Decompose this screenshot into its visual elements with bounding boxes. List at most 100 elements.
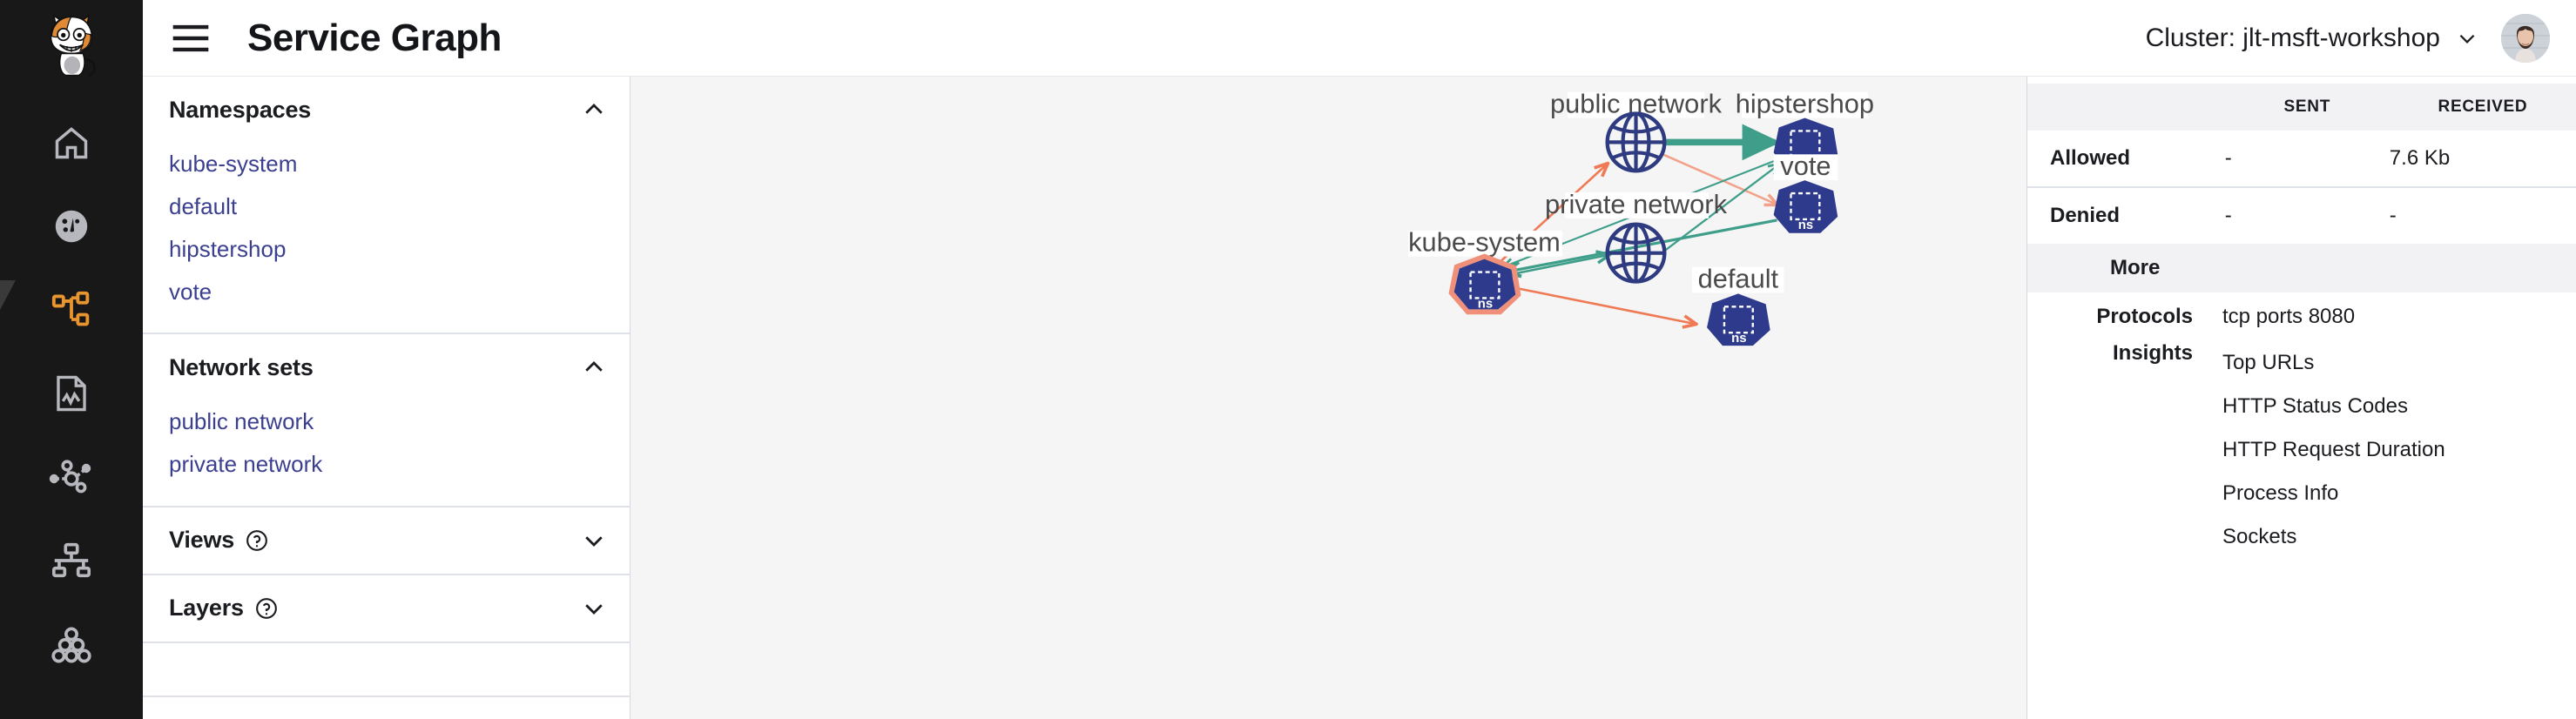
- network-set-link[interactable]: public network: [169, 408, 314, 435]
- node-private-network[interactable]: private network: [1545, 189, 1728, 282]
- insight-item[interactable]: HTTP Status Codes: [2222, 394, 2408, 418]
- chevron-up-icon[interactable]: [581, 97, 607, 123]
- node-label: default: [1698, 263, 1779, 293]
- section-namespaces: Namespaces kube-system default hipstersh…: [143, 77, 630, 335]
- section-title: Network sets: [169, 353, 314, 380]
- namespace-link[interactable]: kube-system: [169, 151, 298, 177]
- namespace-shape: [1453, 259, 1516, 310]
- col-header-sent: SENT: [2224, 84, 2390, 131]
- protocols-row: Protocols tcp ports 8080: [2027, 292, 2576, 329]
- node-label: private network: [1545, 189, 1728, 219]
- chevron-down-icon[interactable]: [581, 527, 607, 554]
- cell-denied-sent: -: [2224, 186, 2390, 244]
- section-network-sets: Network sets public network private netw…: [143, 334, 630, 507]
- question-circle-icon[interactable]: [245, 528, 269, 553]
- graph-canvas[interactable]: Namespaces from 15 minutes to 0 minutes …: [631, 0, 2027, 719]
- chevron-up-icon[interactable]: [581, 354, 607, 380]
- sidebar-item-clusters[interactable]: [0, 602, 143, 686]
- node-vote[interactable]: vote ns: [1773, 151, 1838, 233]
- avatar[interactable]: [2501, 13, 2550, 63]
- namespace-badge: ns: [1731, 332, 1746, 346]
- insight-item[interactable]: Top URLs: [2222, 351, 2315, 374]
- sidebar-item-logs[interactable]: [0, 352, 143, 435]
- graph-nodes: public network hipstershop ns vote: [1407, 89, 1874, 346]
- section-title: Views: [169, 527, 235, 554]
- node-label: kube-system: [1408, 227, 1561, 258]
- top-bar-right: Cluster: jlt-msft-workshop: [2146, 13, 2576, 63]
- question-circle-icon[interactable]: [254, 596, 279, 621]
- sidebar-item-network[interactable]: [0, 435, 143, 519]
- namespace-badge: ns: [1798, 218, 1813, 232]
- cell-allowed-sent: -: [2224, 146, 2232, 170]
- section-header-namespaces[interactable]: Namespaces: [143, 77, 630, 143]
- calico-cat-logo: [50, 13, 96, 77]
- table-row: Denied - -: [2027, 186, 2576, 244]
- section-header-views[interactable]: Views: [143, 507, 630, 574]
- hamburger-menu-button[interactable]: [164, 22, 218, 55]
- logs-document-icon: [57, 375, 86, 412]
- traffic-stats-table: SENT RECEIVED Allowed - 7.6 Kb Denied - …: [2027, 84, 2576, 244]
- protocols-value: tcp ports 8080: [2222, 305, 2356, 328]
- table-row: Allowed - 7.6 Kb: [2027, 131, 2576, 187]
- edge-public-network-vote[interactable]: [1662, 153, 1777, 205]
- home-icon: [55, 127, 88, 159]
- node-label: vote: [1780, 151, 1831, 181]
- section-layers: Layers: [143, 575, 630, 643]
- globe-icon: [1608, 225, 1665, 282]
- node-kube-system[interactable]: kube-system ns: [1407, 227, 1562, 315]
- edge-kube-system-private-network[interactable]: [1505, 255, 1608, 277]
- section-header-network-sets[interactable]: Network sets: [143, 334, 630, 400]
- sidebar-item-topology[interactable]: [0, 519, 143, 602]
- cluster-label: Cluster: jlt-msft-workshop: [2145, 23, 2440, 52]
- namespace-dashed-box: [1723, 306, 1754, 334]
- namespace-shape: [1773, 180, 1838, 233]
- edge-kube-system-default[interactable]: [1505, 285, 1696, 324]
- details-panel: public network » hipstershop SENT RECEIV…: [2027, 0, 2576, 719]
- chevron-down-icon[interactable]: [581, 595, 607, 622]
- service-graph-icon: [51, 291, 90, 326]
- col-header-blank: [2027, 84, 2225, 131]
- sidebar-item-dashboard[interactable]: [0, 185, 143, 268]
- protocols-label: Protocols: [2096, 305, 2193, 328]
- section-body-network-sets: public network private network: [143, 400, 630, 505]
- node-default[interactable]: default ns: [1692, 263, 1784, 346]
- globe-icon: [1608, 114, 1665, 171]
- hierarchy-sitemap-icon: [51, 542, 91, 578]
- more-section-header[interactable]: More: [2027, 244, 2576, 292]
- service-graph-svg[interactable]: public network hipstershop ns vote: [631, 49, 2026, 719]
- namespace-badge: ns: [1478, 297, 1493, 311]
- insights-label: Insights: [2112, 341, 2193, 365]
- cluster-selector[interactable]: Cluster: jlt-msft-workshop: [2146, 24, 2478, 53]
- edge-vote-kube-system[interactable]: [1505, 218, 1777, 272]
- row-label-allowed: Allowed: [2050, 146, 2131, 170]
- user-avatar-icon: [2501, 13, 2550, 63]
- namespace-dashed-box: [1790, 192, 1821, 221]
- page-title: Service Graph: [247, 16, 502, 59]
- top-app-bar: Service Graph Cluster: jlt-msft-workshop: [143, 0, 2576, 77]
- node-public-network[interactable]: public network: [1550, 89, 1723, 171]
- namespace-alert-halo: [1448, 253, 1521, 315]
- node-label: hipstershop: [1736, 89, 1874, 119]
- filter-panel: Namespaces kube-system default hipstersh…: [143, 0, 631, 719]
- namespace-shape: [1707, 293, 1770, 346]
- network-set-link[interactable]: private network: [169, 451, 323, 478]
- sidebar-item-home[interactable]: [0, 101, 143, 185]
- section-body-namespaces: kube-system default hipstershop vote: [143, 143, 630, 333]
- cell-allowed-received: 7.6 Kb: [2389, 146, 2451, 170]
- section-header-layers[interactable]: Layers: [143, 575, 630, 642]
- namespace-link[interactable]: vote: [169, 279, 212, 306]
- insight-item[interactable]: Process Info: [2222, 481, 2339, 505]
- cluster-circles-icon: [51, 627, 91, 663]
- insight-item[interactable]: HTTP Request Duration: [2222, 438, 2445, 461]
- row-label-denied: Denied: [2027, 186, 2225, 244]
- insights-row: Insights Top URLs HTTP Status Codes HTTP…: [2027, 329, 2576, 559]
- network-nodes-icon: [49, 460, 91, 494]
- namespace-link[interactable]: hipstershop: [169, 236, 287, 263]
- chevron-down-icon: [2459, 34, 2475, 44]
- namespace-link[interactable]: default: [169, 193, 238, 220]
- insight-item[interactable]: Sockets: [2222, 525, 2297, 548]
- cell-denied-received: -: [2389, 186, 2576, 244]
- sidebar-item-service-graph[interactable]: [0, 268, 143, 352]
- icon-rail: [0, 0, 143, 719]
